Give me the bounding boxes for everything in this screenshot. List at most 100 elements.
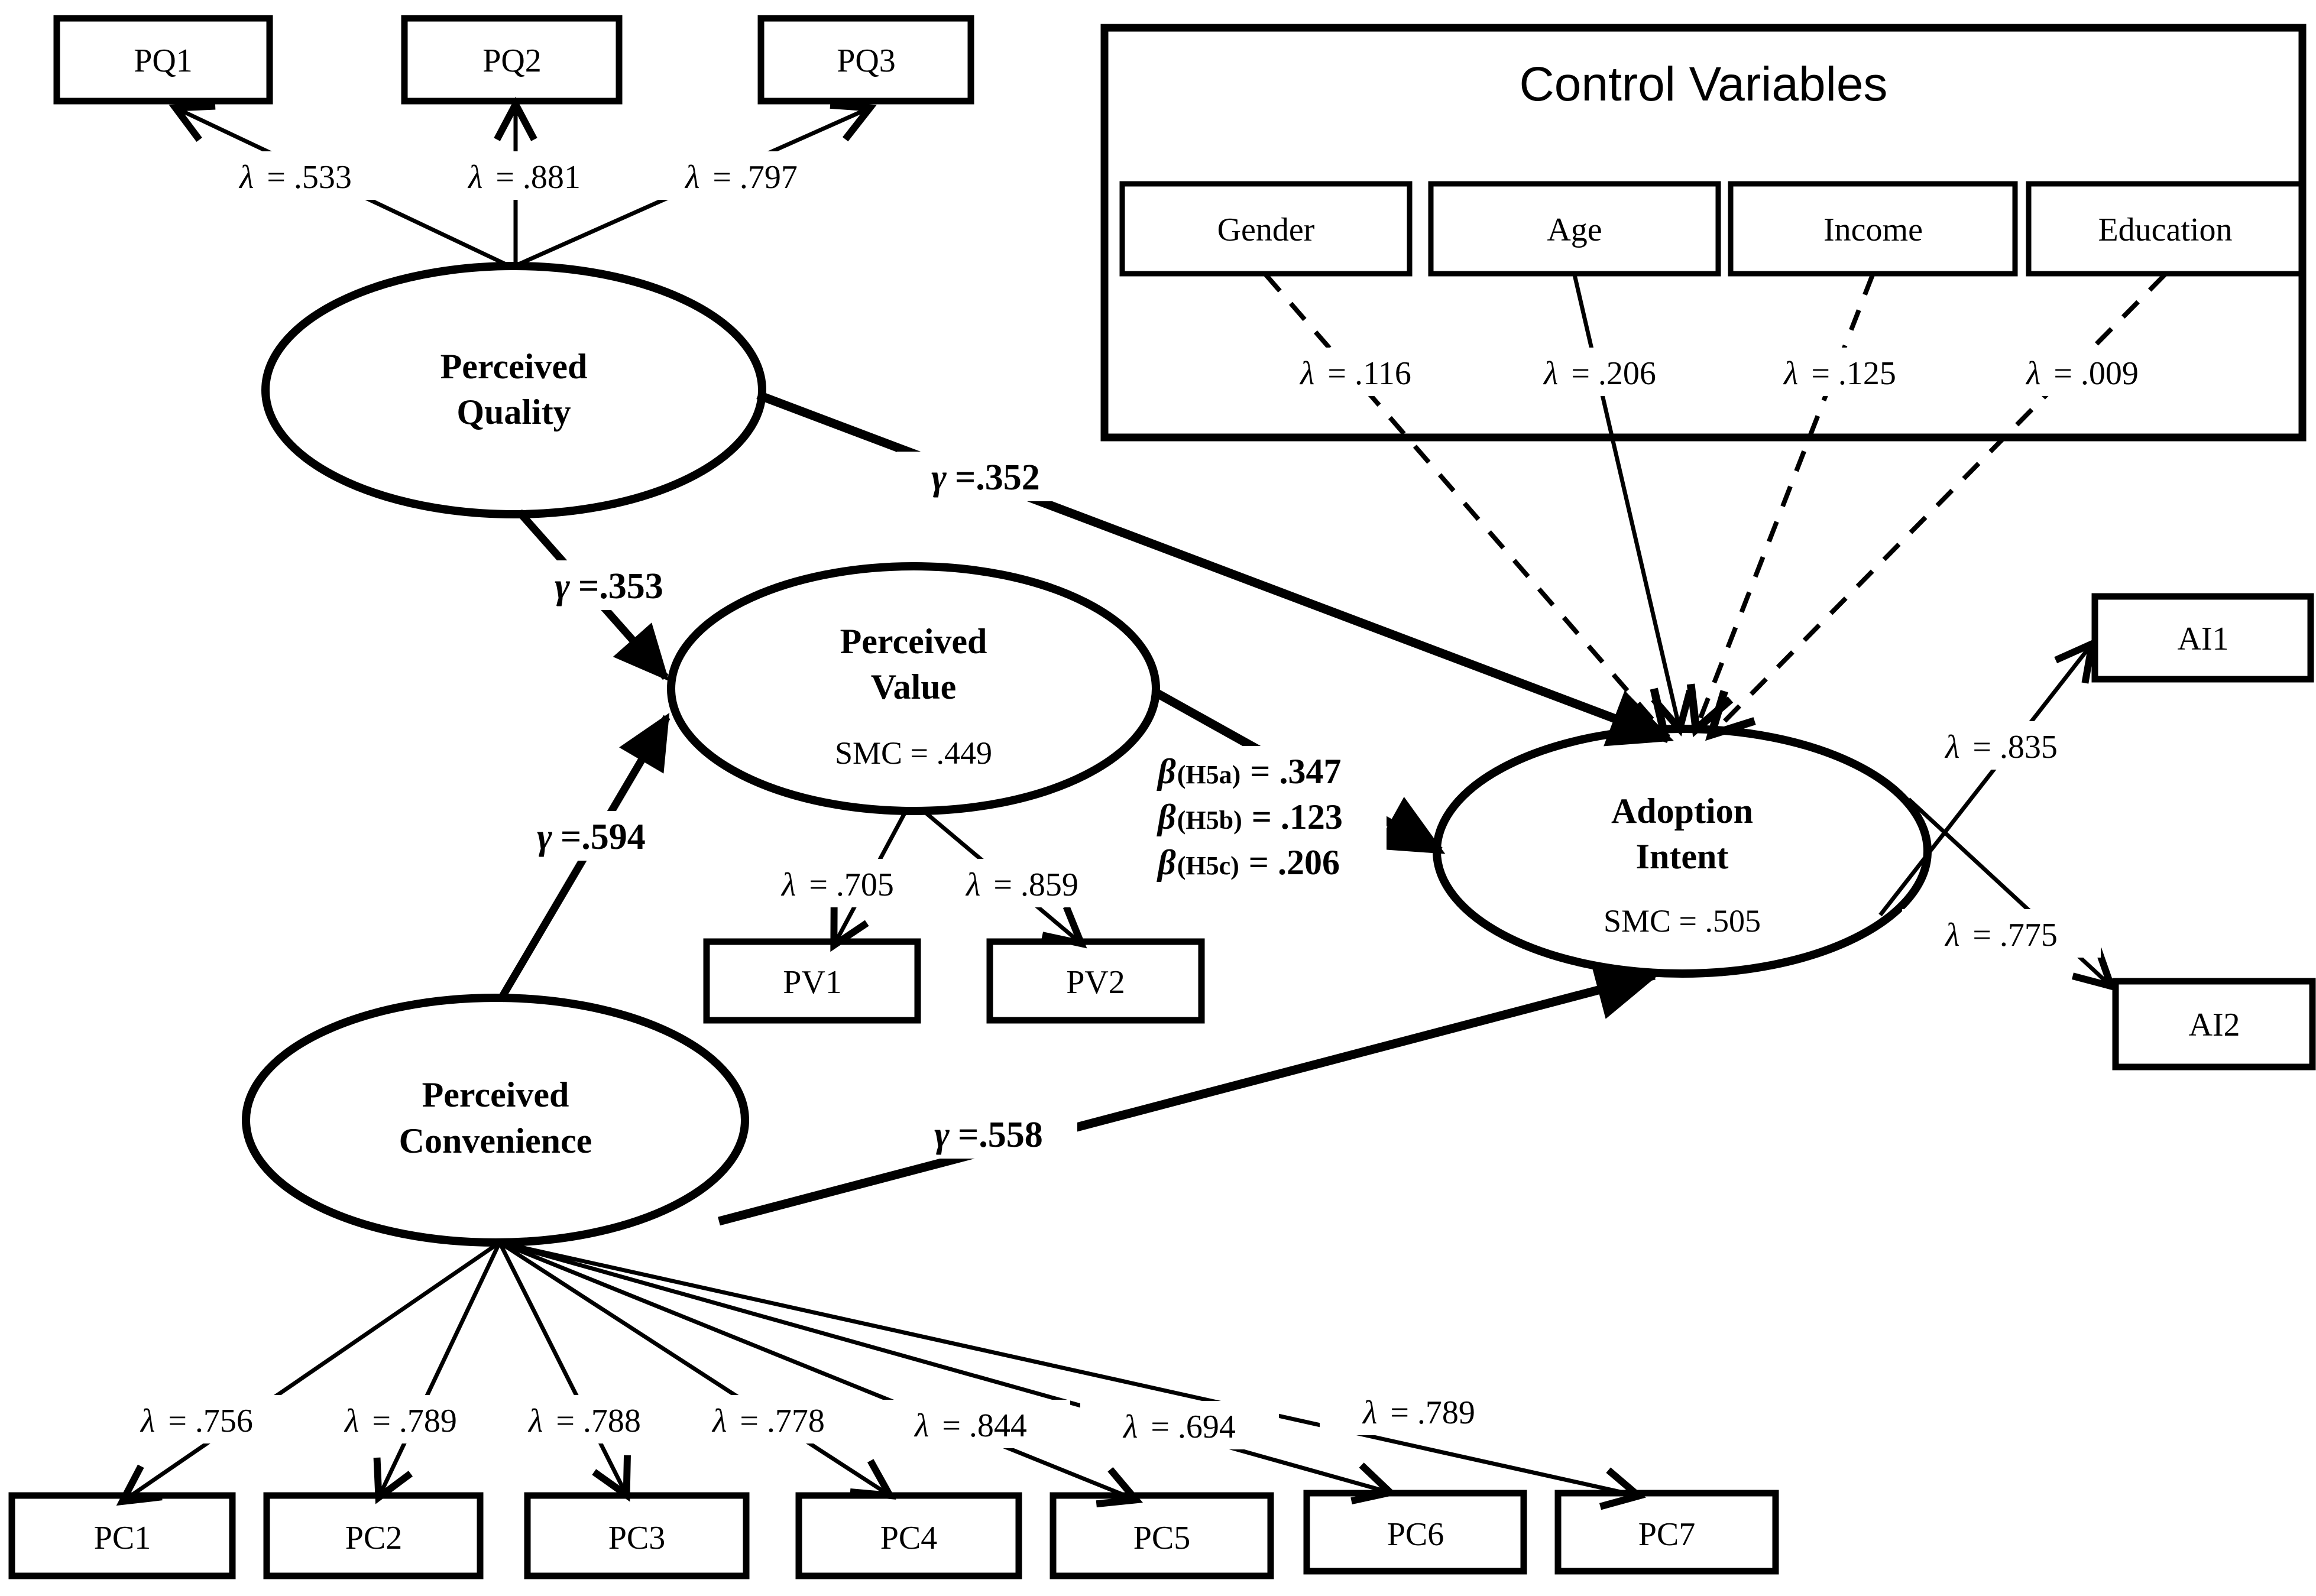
label-bg <box>1256 348 1455 396</box>
control-box-age <box>1428 181 1721 277</box>
label-bg <box>897 452 1074 501</box>
ai2-loading: λ= .775 <box>1944 917 2058 953</box>
indicator-box-ai1 <box>2091 593 2314 683</box>
pq1-loading: λ= .533 <box>238 159 352 196</box>
latent-perceived-convenience <box>242 994 749 1247</box>
pc3-loading: λ= .788 <box>527 1403 641 1439</box>
pc4-label: PC4 <box>880 1520 938 1556</box>
age-loading: λ= .206 <box>1543 355 1656 392</box>
indicator-box-ai2 <box>2112 978 2316 1071</box>
pq3-loading: λ= .797 <box>684 159 798 196</box>
pq2-label: PQ2 <box>482 43 542 79</box>
gender-loading: λ= .116 <box>1299 355 1411 392</box>
indicator-box-pv2 <box>986 938 1205 1024</box>
arrow-pc-to-pc3 <box>497 1241 631 1502</box>
label-bg <box>485 1395 684 1443</box>
indicator-box-pq3 <box>757 15 974 105</box>
arrow-education-to-ai <box>1705 273 2166 741</box>
label-bg <box>1501 348 1699 396</box>
pc7-loading: λ= .789 <box>1362 1394 1475 1431</box>
arrow-pc-to-pc5 <box>498 1240 1144 1508</box>
pc6-loading: λ= .694 <box>1122 1409 1236 1445</box>
gender-label: Gender <box>1217 212 1315 248</box>
label-bg <box>302 1395 500 1443</box>
label-bg <box>98 1395 296 1443</box>
pc-name-line1: Perceived <box>422 1075 569 1114</box>
ai-smc: SMC = .505 <box>1604 903 1761 939</box>
label-bg <box>196 151 395 200</box>
pc2-label: PC2 <box>345 1520 403 1556</box>
pc1-loading: λ= .756 <box>140 1403 253 1439</box>
gamma-pc-ai-label: γ=.558 <box>934 1115 1043 1155</box>
pc-name-line2: Convenience <box>399 1121 592 1160</box>
pc2-loading: λ= .789 <box>344 1403 457 1439</box>
indicator-box-pc3 <box>524 1492 750 1579</box>
latent-perceived-quality <box>261 262 766 518</box>
label-bg <box>1983 348 2182 396</box>
label-bg <box>669 1395 868 1443</box>
label-bg <box>503 811 680 861</box>
pv1-label: PV1 <box>783 964 842 1001</box>
label-bg <box>923 859 1122 907</box>
indicator-box-pc2 <box>263 1492 484 1579</box>
label-bg <box>900 1109 1077 1159</box>
label-bg <box>738 859 937 907</box>
indicator-box-pq1 <box>53 15 273 105</box>
ai1-label: AI1 <box>2177 621 2228 657</box>
pv-name-line2: Value <box>871 667 957 706</box>
ai2-label: AI2 <box>2188 1007 2240 1043</box>
pc3-label: PC3 <box>608 1520 666 1556</box>
control-box-education <box>2026 181 2304 277</box>
ai-name-line2: Intent <box>1636 837 1729 876</box>
income-label: Income <box>1823 212 1923 248</box>
education-loading: λ= .009 <box>2025 355 2139 392</box>
ai1-loading: λ= .835 <box>1944 729 2058 765</box>
gamma-pq-ai-label: γ=.352 <box>931 458 1040 498</box>
pc5-loading: λ= .844 <box>914 1407 1027 1444</box>
pq1-label: PQ1 <box>134 43 193 79</box>
education-label: Education <box>2098 212 2232 248</box>
label-bg <box>1320 1387 1518 1435</box>
pc5-label: PC5 <box>1133 1520 1191 1556</box>
pq2-loading: λ= .881 <box>467 159 581 196</box>
control-variables-title: Control Variables <box>1520 57 1888 111</box>
arrow-gender-to-ai <box>1264 273 1670 739</box>
label-bg <box>1150 746 1387 888</box>
label-bg <box>1902 909 2101 958</box>
ai-name-line1: Adoption <box>1611 791 1753 831</box>
label-bg <box>872 1400 1070 1448</box>
pc4-loading: λ= .778 <box>711 1403 825 1439</box>
beta-h5b-label: β(H5b)= .123 <box>1157 797 1343 836</box>
label-bg <box>425 151 624 200</box>
arrow-pc-to-pc2 <box>373 1241 502 1504</box>
pq-name-line1: Perceived <box>440 347 588 386</box>
arrow-pc-to-pc7 <box>499 1240 1646 1510</box>
indicator-box-pc4 <box>795 1492 1022 1579</box>
pq3-label: PQ3 <box>837 43 896 79</box>
label-bg <box>1741 348 1939 396</box>
arrow-pc-to-pc1 <box>116 1241 501 1506</box>
label-bg <box>1080 1401 1279 1449</box>
arrow-pc-to-pc6 <box>499 1240 1398 1505</box>
age-label: Age <box>1547 212 1602 248</box>
control-box-income <box>1728 181 2018 277</box>
label-bg <box>520 560 698 610</box>
beta-h5a-label: β(H5a)= .347 <box>1157 752 1341 791</box>
beta-h5c-label: β(H5c)= .206 <box>1157 843 1340 882</box>
gamma-pc-pv-label: γ=.594 <box>537 817 646 857</box>
pv-name-line1: Perceived <box>840 622 987 661</box>
pv2-loading: λ= .859 <box>965 867 1078 903</box>
path-pc-to-ai <box>718 961 1660 1226</box>
pq-name-line2: Quality <box>456 392 571 432</box>
gamma-pq-pv-label: γ=.353 <box>555 566 663 606</box>
pv-smc: SMC = .449 <box>835 735 992 771</box>
label-bg <box>1902 721 2101 770</box>
pv2-label: PV2 <box>1066 964 1125 1001</box>
pv1-loading: λ= .705 <box>780 867 894 903</box>
label-bg <box>642 151 841 200</box>
indicator-box-pc5 <box>1050 1492 1274 1579</box>
indicator-box-pc7 <box>1554 1490 1779 1575</box>
indicator-box-pc6 <box>1303 1490 1527 1575</box>
